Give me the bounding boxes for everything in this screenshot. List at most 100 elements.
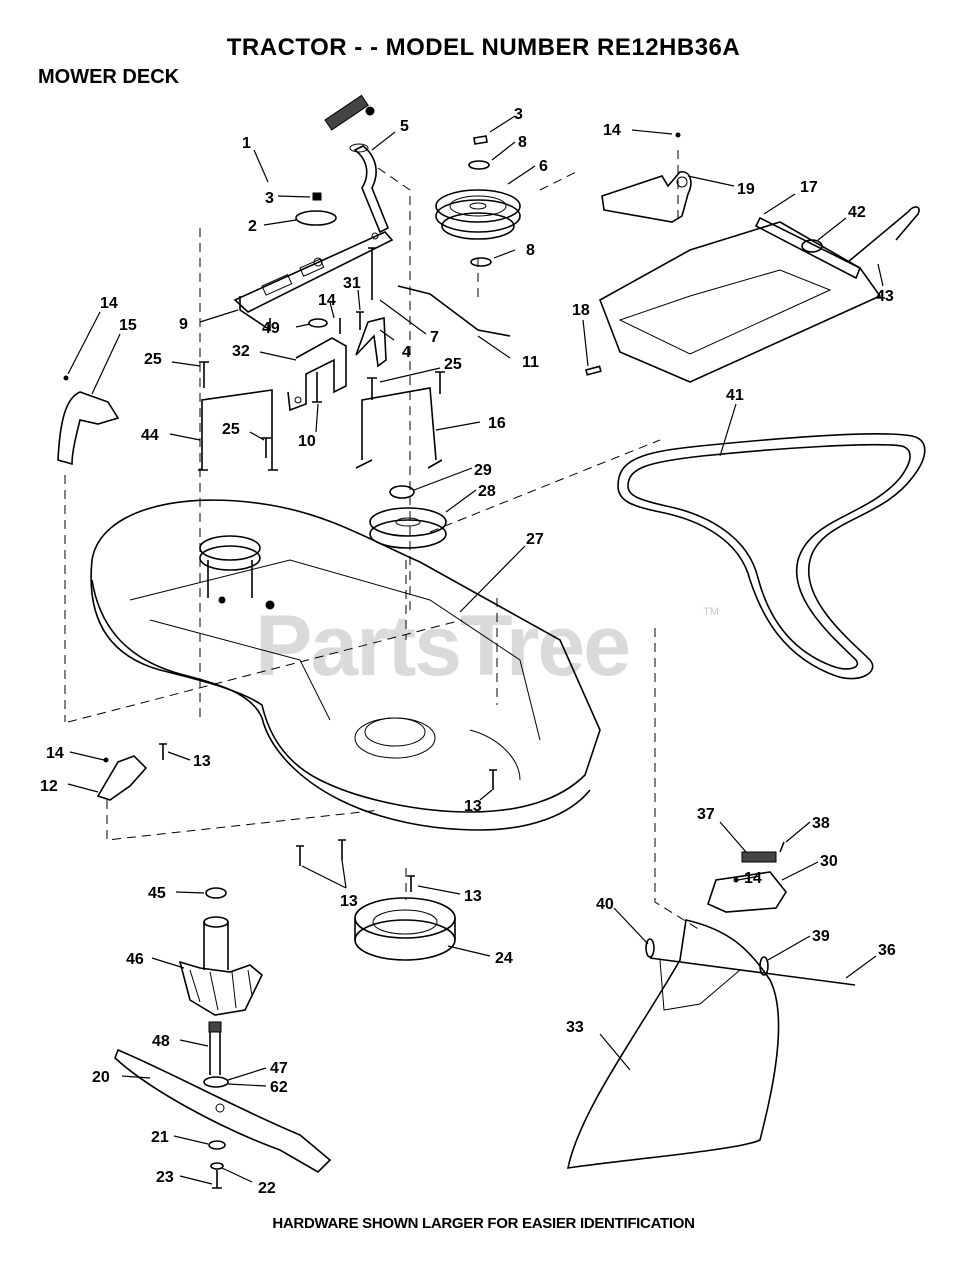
part-nut-14d: [103, 757, 109, 763]
callout-44: 44: [141, 427, 159, 444]
callout-43: 43: [876, 288, 894, 305]
part-bolt-13b: [489, 769, 497, 790]
callout-3: 3: [265, 190, 274, 207]
part-bolt-23: [212, 1170, 222, 1189]
part-spring-40: [645, 938, 655, 958]
callout-48: 48: [152, 1033, 170, 1050]
watermark-logo: PartsTree: [255, 598, 631, 694]
callout-38: 38: [812, 815, 830, 832]
callout-24: 24: [495, 950, 513, 967]
callout-47: 47: [270, 1060, 288, 1077]
part-bracket-12: [96, 755, 148, 801]
callout-42: 42: [848, 204, 866, 221]
part-bolt-13d: [407, 875, 415, 892]
callout-37: 37: [697, 806, 715, 823]
callout-13: 13: [340, 893, 358, 910]
part-lift-arm-19: [601, 171, 692, 223]
callout-8: 8: [526, 242, 535, 259]
callout-25: 25: [444, 356, 462, 373]
part-nut-3a: [312, 192, 322, 201]
part-bracket-15: [57, 391, 120, 466]
callout-8: 8: [518, 134, 527, 151]
callout-13: 13: [464, 888, 482, 905]
callout-22: 22: [258, 1180, 276, 1197]
callout-49: 49: [262, 320, 280, 337]
callout-14: 14: [744, 870, 762, 887]
part-lockwasher-22: [210, 1162, 224, 1170]
callout-17: 17: [800, 179, 818, 196]
part-deflector-33: [566, 919, 780, 1169]
callout-62: 62: [270, 1079, 288, 1096]
part-washer-49: [308, 318, 328, 328]
callout-39: 39: [812, 928, 830, 945]
part-spring-37: [741, 851, 777, 863]
part-nut-3b: [473, 135, 488, 145]
watermark-trademark: TM: [703, 606, 719, 618]
part-lift-link-17: [599, 216, 882, 383]
part-spindle-shaft-48: [209, 1030, 221, 1075]
part-drive-belt: [617, 433, 926, 680]
part-spring: [324, 94, 375, 131]
part-bracket-4: [355, 316, 387, 368]
part-pulley-28: [369, 507, 447, 549]
callout-36: 36: [878, 942, 896, 959]
callout-23: 23: [156, 1169, 174, 1186]
callout-27: 27: [526, 531, 544, 548]
callout-3: 3: [514, 106, 523, 123]
callout-40: 40: [596, 896, 614, 913]
part-bolt-25c: [367, 377, 377, 400]
part-bolt-25d: [435, 371, 445, 394]
part-belt-guard-bracket: [233, 231, 394, 332]
part-spindle-housing-46: [178, 916, 263, 1016]
part-bolt-31: [356, 311, 364, 330]
callout-16: 16: [488, 415, 506, 432]
callout-28: 28: [478, 483, 496, 500]
part-hairpin-43: [847, 206, 920, 263]
part-bracket-30: [707, 871, 787, 913]
part-bracket-32: [287, 337, 347, 412]
callout-14: 14: [603, 122, 621, 139]
section-title: MOWER DECK: [38, 66, 180, 88]
part-washer-42: [801, 239, 823, 253]
callout-6: 6: [539, 158, 548, 175]
part-idler-pulley: [435, 189, 521, 240]
part-nut-29: [389, 485, 415, 499]
part-bolt-10: [312, 372, 322, 403]
part-wire-guide-44: [198, 389, 278, 471]
callout-14: 14: [100, 295, 118, 312]
part-bolt-7: [368, 247, 376, 300]
part-nut-14c: [675, 132, 681, 138]
part-nut-14a: [63, 375, 69, 381]
part-bearing-45: [205, 887, 227, 899]
part-washer-47: [203, 1076, 229, 1088]
part-bolt-13c: [296, 839, 346, 866]
part-washer-8a: [468, 160, 490, 170]
footer-note: HARDWARE SHOWN LARGER FOR EASIER IDENTIF…: [272, 1215, 695, 1232]
callout-13: 13: [464, 798, 482, 815]
part-bolt-25a: [199, 361, 209, 388]
callout-9: 9: [179, 316, 188, 333]
callout-25: 25: [144, 351, 162, 368]
callout-29: 29: [474, 462, 492, 479]
part-washer-2: [295, 210, 337, 226]
callout-32: 32: [232, 343, 250, 360]
assembly-guide-lines: [64, 150, 701, 931]
callout-30: 30: [820, 853, 838, 870]
part-bolt-13a: [159, 743, 167, 760]
page-title: TRACTOR - - MODEL NUMBER RE12HB36A: [226, 34, 741, 61]
part-bolt-25b: [261, 437, 271, 458]
part-spindle-ring-24: [354, 897, 456, 961]
callout-25: 25: [222, 421, 240, 438]
callout-18: 18: [572, 302, 590, 319]
callout-21: 21: [151, 1129, 169, 1146]
callout-19: 19: [737, 181, 755, 198]
part-nut-14e: [733, 877, 739, 883]
callout-5: 5: [400, 118, 409, 135]
part-idler-arm: [349, 143, 390, 234]
part-rod-11: [397, 285, 511, 337]
part-wire-guide-16: [355, 387, 443, 469]
part-pin-18: [585, 365, 602, 376]
callout-14: 14: [318, 292, 336, 309]
callout-2: 2: [248, 218, 257, 235]
